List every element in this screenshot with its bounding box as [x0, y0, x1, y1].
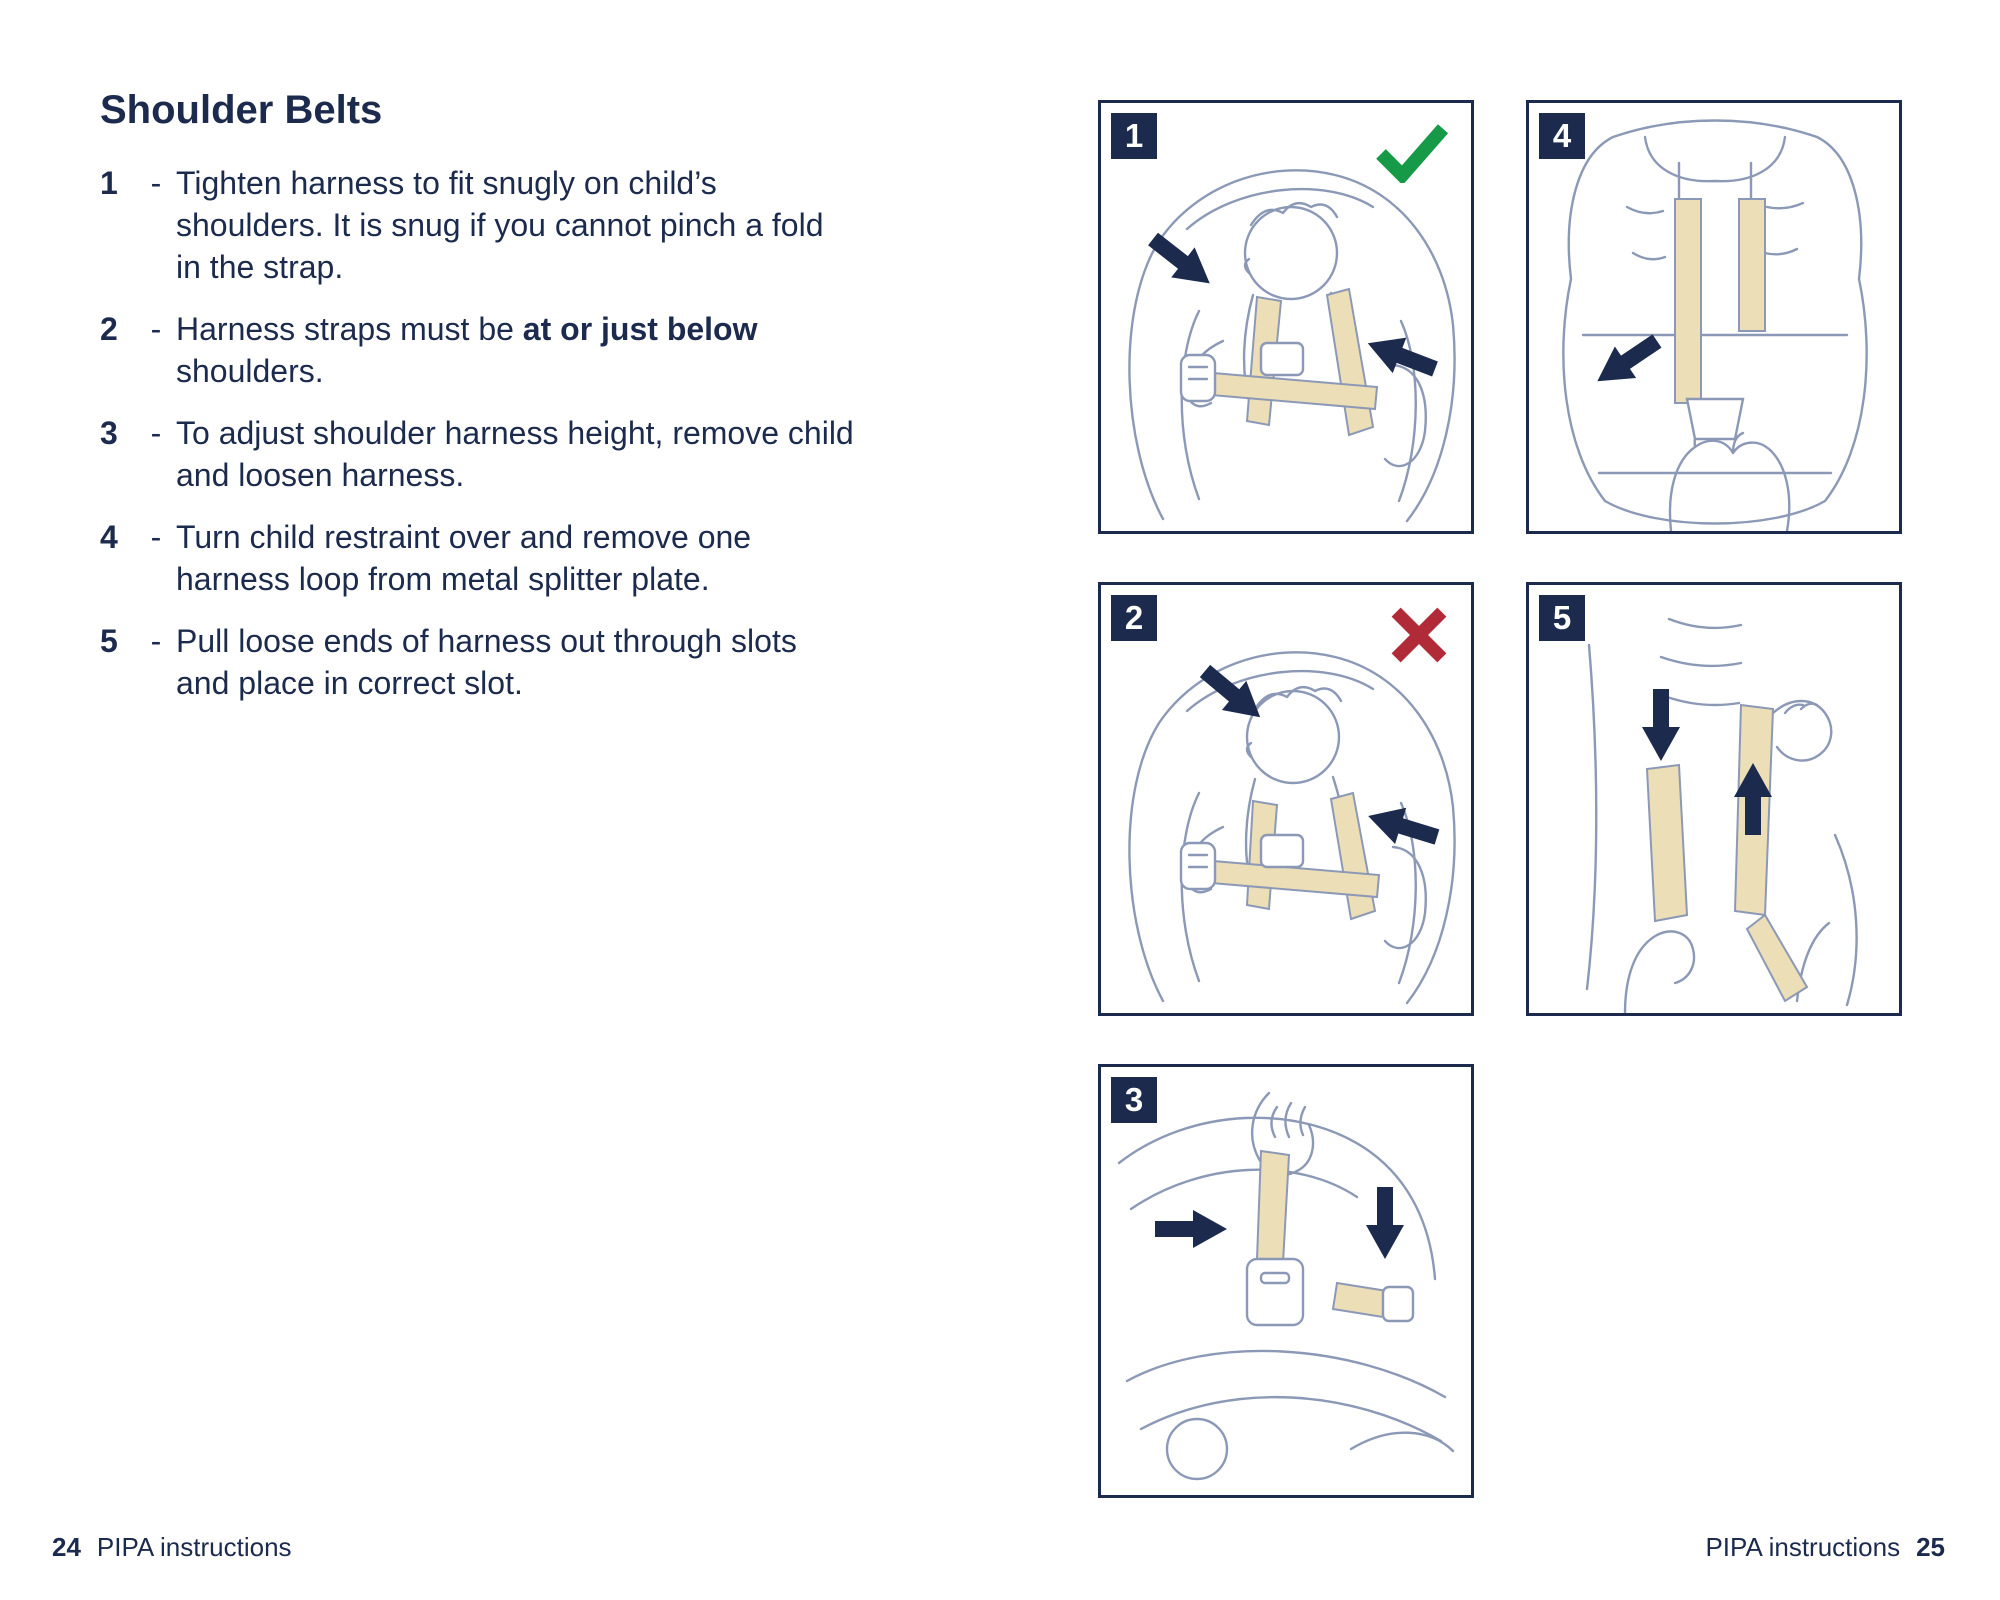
- arrow-to-left-strap: [1199, 664, 1261, 718]
- step-number: 4: [100, 519, 118, 555]
- arrow-to-left-strap: [1148, 232, 1210, 284]
- step-separator: -: [150, 165, 162, 201]
- step-separator: -: [150, 519, 162, 555]
- step-number: 1: [100, 165, 118, 201]
- arrow-up-strap: [1734, 763, 1772, 835]
- step-text: Tighten harness to fit snugly on child’s…: [176, 165, 824, 285]
- step-text: Turn child restraint over and remove one…: [176, 519, 752, 597]
- checkmark-icon: [1376, 124, 1449, 183]
- figure-number-badge: 5: [1539, 595, 1585, 641]
- figure-number-badge: 4: [1539, 113, 1585, 159]
- step-text: Pull loose ends of harness out through s…: [176, 623, 797, 701]
- illustration-harness-correct: [1128, 169, 1456, 523]
- figure-step-1: 1: [1098, 100, 1474, 534]
- instruction-step-3: 3 - To adjust shoulder harness height, r…: [100, 412, 900, 496]
- step-number: 2: [100, 311, 118, 347]
- arrow-to-right-strap: [1368, 807, 1440, 845]
- arrow-down-to-plate: [1366, 1187, 1404, 1259]
- illustration-buckle-underside: [1117, 1091, 1455, 1481]
- illustration-strap-slots: [1585, 617, 1858, 1013]
- step-text: Harness straps must be at or just below …: [176, 311, 758, 389]
- figure-step-4: 4: [1526, 100, 1902, 534]
- footer-label-right: PIPA instructions: [1705, 1532, 1901, 1562]
- footer-right: PIPA instructions 25: [1705, 1532, 1945, 1563]
- step-separator: -: [150, 415, 162, 451]
- instruction-step-5: 5 - Pull loose ends of harness out throu…: [100, 620, 900, 704]
- footer-label-left: PIPA instructions: [96, 1532, 292, 1562]
- figure-step-2: 2: [1098, 582, 1474, 1016]
- arrow-to-right-strap: [1367, 337, 1438, 377]
- page-title: Shoulder Belts: [100, 88, 383, 132]
- illustration-splitter-plate: [1562, 119, 1868, 531]
- page-number-left: 24: [52, 1532, 81, 1562]
- arrow-to-splitter-plate: [1597, 334, 1662, 382]
- figure-number-badge: 3: [1111, 1077, 1157, 1123]
- step-number: 5: [100, 623, 118, 659]
- instruction-step-2: 2 - Harness straps must be at or just be…: [100, 308, 900, 392]
- step-text: To adjust shoulder harness height, remov…: [176, 415, 854, 493]
- footer-left: 24 PIPA instructions: [52, 1532, 292, 1563]
- page-number-right: 25: [1916, 1532, 1945, 1562]
- instructions-column: Shoulder Belts 1 - Tighten harness to fi…: [100, 88, 900, 724]
- illustration-harness-incorrect: [1128, 651, 1456, 1005]
- step-number: 3: [100, 415, 118, 451]
- figure-number-badge: 1: [1111, 113, 1157, 159]
- cross-icon: [1391, 607, 1447, 663]
- arrow-right-to-buckle: [1155, 1210, 1227, 1248]
- figure-step-5: 5: [1526, 582, 1902, 1016]
- instruction-step-4: 4 - Turn child restraint over and remove…: [100, 516, 900, 600]
- step-separator: -: [150, 623, 162, 659]
- figure-step-3: 3: [1098, 1064, 1474, 1498]
- instruction-step-1: 1 - Tighten harness to fit snugly on chi…: [100, 162, 900, 288]
- figure-number-badge: 2: [1111, 595, 1157, 641]
- arrow-down-strap: [1642, 689, 1680, 761]
- step-separator: -: [150, 311, 162, 347]
